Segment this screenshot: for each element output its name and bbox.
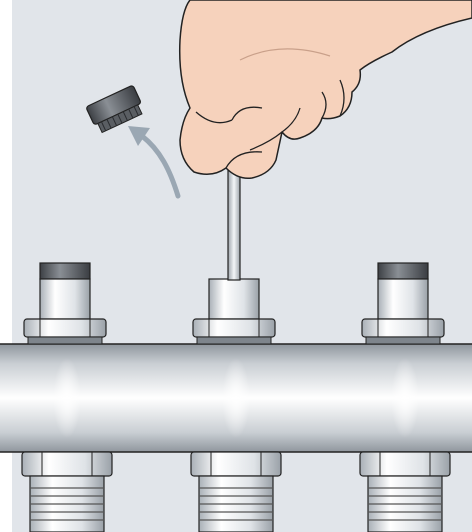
- curved-arrow-icon: [128, 126, 181, 199]
- fitting-bottom-right: [359, 451, 451, 532]
- fitting-bottom-left: [21, 451, 113, 532]
- manifold-pipe: [0, 343, 472, 453]
- valve-top-left: [23, 262, 107, 345]
- valve-cap-icon: [86, 85, 143, 134]
- hand-icon: [178, 0, 472, 180]
- valve-top-middle: [192, 278, 276, 345]
- fitting-bottom-middle: [190, 451, 282, 532]
- valve-top-right: [361, 262, 445, 345]
